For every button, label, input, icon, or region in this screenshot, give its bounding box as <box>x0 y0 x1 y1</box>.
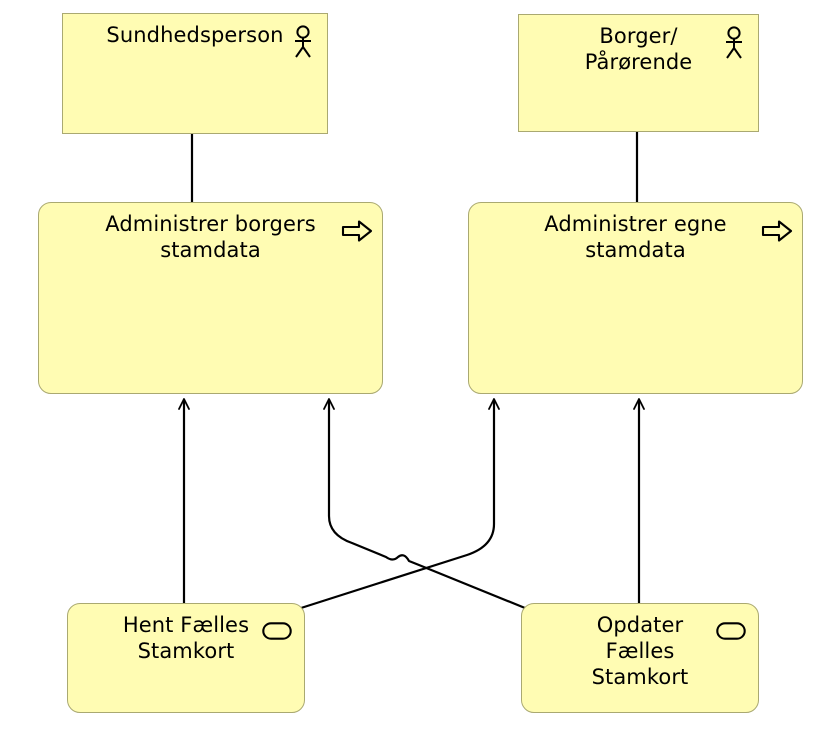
node-administrer-egne-stamdata-label: Administrer egne stamdata <box>544 212 727 262</box>
node-administrer-egne-stamdata[interactable]: Administrer egne stamdata <box>468 202 803 394</box>
application-service-icon <box>716 622 746 640</box>
business-process-arrow-icon <box>761 220 793 242</box>
node-sundhedsperson-label: Sundhedsperson <box>106 23 284 47</box>
node-hent-faelles-stamkort[interactable]: Hent Fælles Stamkort <box>67 603 305 713</box>
node-administrer-borgers-stamdata-label: Administrer borgers stamdata <box>105 212 316 262</box>
node-opdater-faelles-stamkort-label: Opdater Fælles Stamkort <box>591 613 689 689</box>
node-opdater-faelles-stamkort[interactable]: Opdater Fælles Stamkort <box>521 603 759 713</box>
edge-opdater-to-administrer-borgers <box>323 398 527 610</box>
node-hent-faelles-stamkort-label: Hent Fælles Stamkort <box>122 613 250 663</box>
edge-hent-to-administrer-egne <box>299 398 500 610</box>
node-administrer-borgers-stamdata[interactable]: Administrer borgers stamdata <box>38 202 383 394</box>
business-actor-icon <box>295 25 311 58</box>
node-sundhedsperson[interactable]: Sundhedsperson <box>62 13 328 134</box>
business-process-arrow-icon <box>341 220 373 242</box>
application-service-icon <box>262 622 292 640</box>
node-borger-paaroerende-label: Borger/ Pårørende <box>584 24 693 74</box>
node-borger-paaroerende[interactable]: Borger/ Pårørende <box>518 14 759 132</box>
business-actor-icon <box>726 26 742 59</box>
